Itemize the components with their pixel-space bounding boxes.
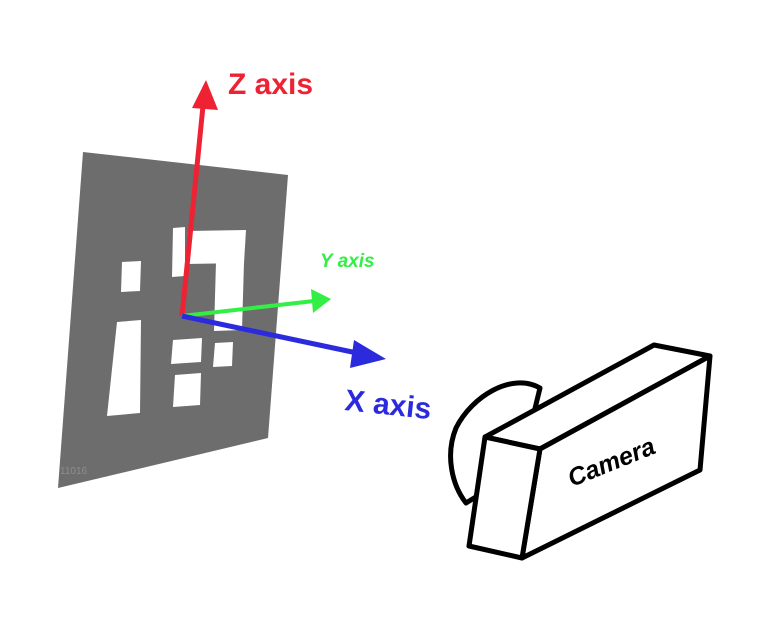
y-axis-line xyxy=(181,299,315,318)
camera: Camera xyxy=(448,342,713,561)
marker-cell xyxy=(107,320,141,416)
marker-cell xyxy=(213,342,233,367)
y-axis-label: Y axis xyxy=(320,251,375,272)
coordinate-axes: Z axis Y axis X axis xyxy=(179,68,433,426)
marker-cell xyxy=(214,262,244,331)
marker-id-label: 11016 xyxy=(60,466,88,477)
marker-cell xyxy=(121,261,141,292)
x-axis-arrowhead xyxy=(350,340,386,368)
marker-cells xyxy=(107,227,246,416)
marker-cell xyxy=(186,230,246,264)
y-axis-arrowhead xyxy=(311,289,331,313)
z-axis-arrowhead xyxy=(192,80,218,110)
camera-body-left xyxy=(466,434,543,561)
marker-cell xyxy=(172,227,185,277)
z-axis-line xyxy=(179,105,206,317)
x-axis-label: X axis xyxy=(343,384,433,426)
x-axis-line xyxy=(181,313,358,356)
marker-cell xyxy=(171,338,202,364)
marker-board xyxy=(58,152,288,488)
marker-cell xyxy=(173,373,201,407)
aruco-marker: 11016 xyxy=(58,152,288,488)
z-axis-label: Z axis xyxy=(228,68,313,101)
